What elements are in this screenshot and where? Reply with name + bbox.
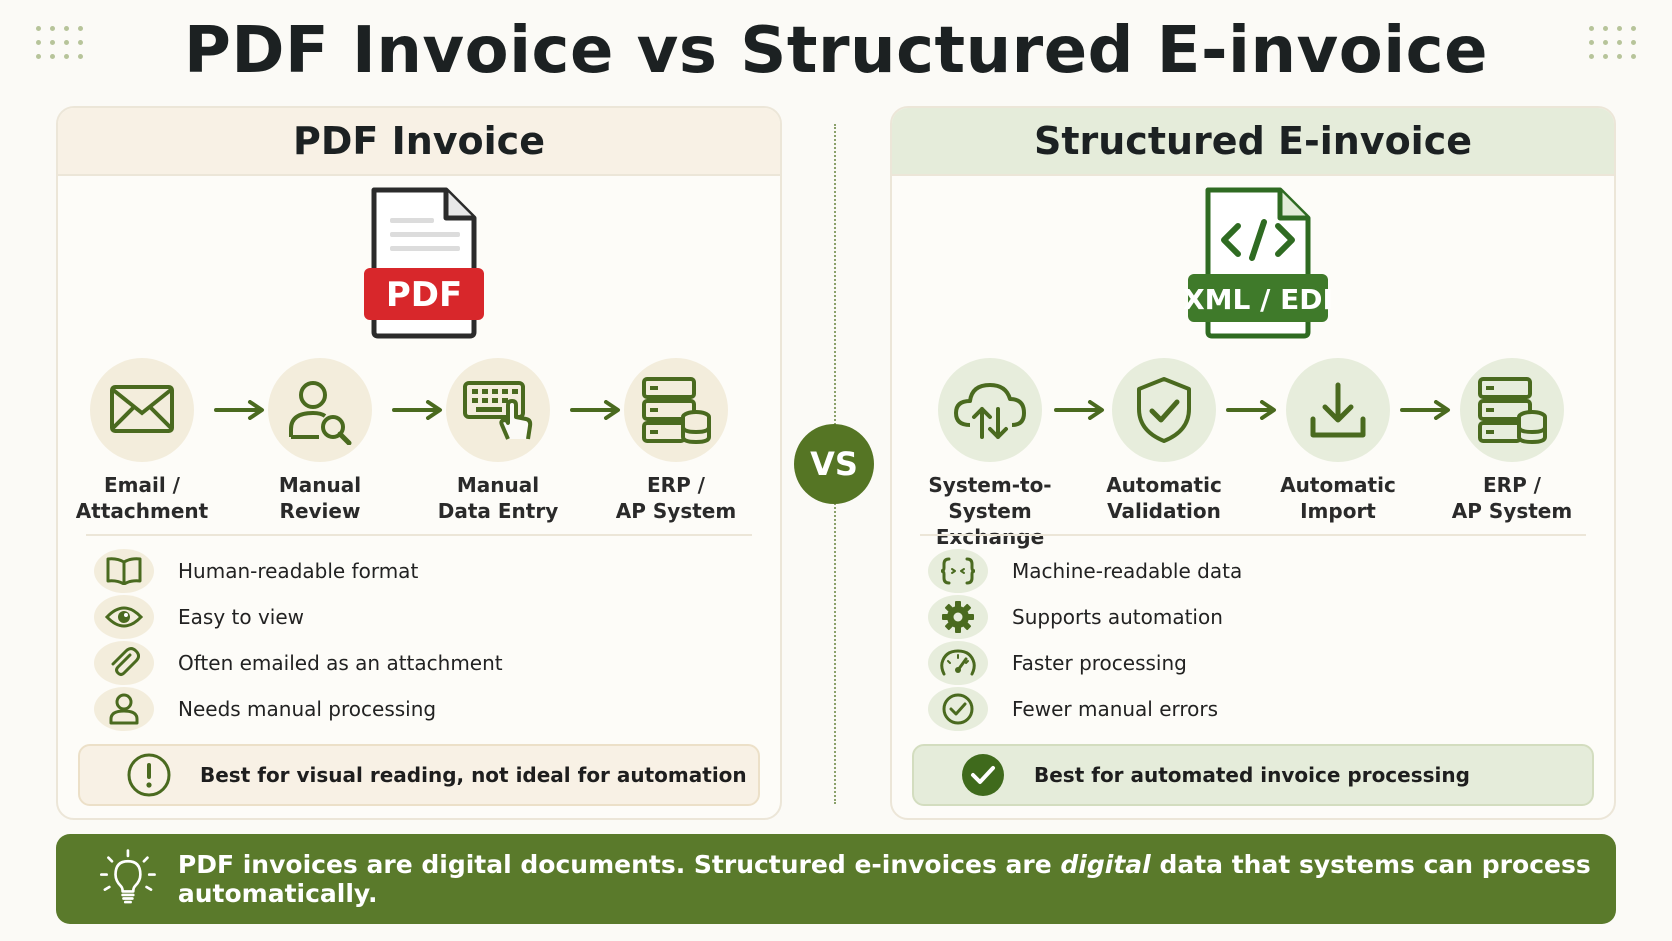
xml-panel-heading: Structured E-invoice bbox=[892, 108, 1614, 176]
pdf-note-text: Best for visual reading, not ideal for a… bbox=[200, 763, 747, 787]
xml-note-text: Best for automated invoice processing bbox=[1034, 763, 1470, 787]
flow-step-label: Automatic Import bbox=[1280, 473, 1396, 523]
person-search-icon bbox=[289, 381, 352, 445]
person-icon bbox=[109, 693, 139, 725]
arrow-right-icon bbox=[1054, 400, 1104, 420]
feature-item: Easy to view bbox=[94, 594, 744, 640]
server-database-icon bbox=[642, 377, 711, 445]
flow-step-label: Email / Attachment bbox=[75, 473, 209, 523]
xml-badge-label: XML / EDI bbox=[1183, 283, 1333, 316]
panel-separator bbox=[920, 534, 1586, 536]
check-badge-icon bbox=[962, 754, 1004, 796]
arrow-right-icon bbox=[392, 400, 442, 420]
eye-icon bbox=[105, 606, 143, 628]
pdf-document-icon: PDF bbox=[364, 187, 484, 339]
arrow-right-icon bbox=[1400, 400, 1450, 420]
feature-item: Human-readable format bbox=[94, 548, 744, 594]
exclamation-icon bbox=[127, 753, 171, 797]
flow-step-erp: ERP / AP System bbox=[586, 358, 766, 524]
arrow-right-icon bbox=[570, 400, 620, 420]
shield-check-icon bbox=[1137, 377, 1191, 443]
flow-step-validation: Automatic Validation bbox=[1074, 358, 1254, 524]
panel-separator bbox=[86, 534, 752, 536]
xml-summary-note: Best for automated invoice processing bbox=[912, 744, 1594, 806]
braces-icon bbox=[940, 557, 976, 585]
banner-text: PDF invoices are digital documents. Stru… bbox=[177, 850, 1591, 908]
summary-banner: PDF invoices are digital documents. Stru… bbox=[56, 834, 1616, 924]
decorative-dots-right bbox=[1589, 26, 1636, 59]
xml-feature-list: Machine-readable data Supports automatio… bbox=[928, 548, 1578, 732]
flow-step-label: System-to-System Exchange bbox=[928, 473, 1052, 549]
flow-step-label: ERP / AP System bbox=[615, 473, 737, 523]
pdf-badge-label: PDF bbox=[386, 275, 462, 315]
flow-step-label: ERP / AP System bbox=[1451, 473, 1573, 523]
flow-step-label: Manual Review bbox=[278, 473, 362, 523]
pdf-invoice-panel: PDF Invoice PDF Email / Attachment bbox=[56, 106, 782, 820]
arrow-right-icon bbox=[1226, 400, 1276, 420]
gear-icon bbox=[942, 601, 974, 633]
feature-item: Needs manual processing bbox=[94, 686, 744, 732]
paperclip-icon bbox=[111, 647, 140, 676]
server-database-icon bbox=[1478, 377, 1547, 445]
envelope-icon bbox=[110, 385, 174, 433]
flow-step-system-exchange: System-to-System Exchange bbox=[900, 358, 1080, 550]
flow-step-import: Automatic Import bbox=[1248, 358, 1428, 524]
decorative-dots-left bbox=[36, 26, 83, 59]
pdf-panel-heading: PDF Invoice bbox=[58, 108, 780, 176]
flow-step-label: Automatic Validation bbox=[1106, 473, 1222, 523]
feature-item: Machine-readable data bbox=[928, 548, 1578, 594]
cloud-exchange-icon bbox=[954, 383, 1026, 439]
lightbulb-icon bbox=[99, 849, 156, 904]
feature-item: Fewer manual errors bbox=[928, 686, 1578, 732]
flow-step-manual-data-entry: Manual Data Entry bbox=[408, 358, 588, 524]
structured-einvoice-panel: Structured E-invoice XML / EDI System-to… bbox=[890, 106, 1616, 820]
open-book-icon bbox=[106, 557, 142, 585]
keyboard-hand-icon bbox=[463, 381, 533, 440]
pdf-flow: Email / Attachment Manual Review bbox=[58, 358, 780, 528]
speedometer-icon bbox=[940, 649, 976, 676]
xml-flow: System-to-System Exchange Automatic Vali… bbox=[892, 358, 1614, 549]
xml-document-icon: XML / EDI bbox=[1183, 187, 1333, 339]
check-circle-icon bbox=[942, 693, 974, 725]
feature-item: Often emailed as an attachment bbox=[94, 640, 744, 686]
flow-step-manual-review: Manual Review bbox=[230, 358, 410, 524]
page-title: PDF Invoice vs Structured E-invoice bbox=[184, 14, 1488, 88]
flow-step-erp: ERP / AP System bbox=[1422, 358, 1602, 524]
feature-item: Faster processing bbox=[928, 640, 1578, 686]
flow-step-email: Email / Attachment bbox=[58, 358, 232, 524]
arrow-right-icon bbox=[214, 400, 264, 420]
vs-badge: VS bbox=[794, 424, 874, 504]
flow-step-label: Manual Data Entry bbox=[437, 473, 559, 523]
pdf-summary-note: Best for visual reading, not ideal for a… bbox=[78, 744, 760, 806]
pdf-feature-list: Human-readable format Easy to view Often… bbox=[94, 548, 744, 732]
download-icon bbox=[1310, 382, 1366, 438]
feature-item: Supports automation bbox=[928, 594, 1578, 640]
